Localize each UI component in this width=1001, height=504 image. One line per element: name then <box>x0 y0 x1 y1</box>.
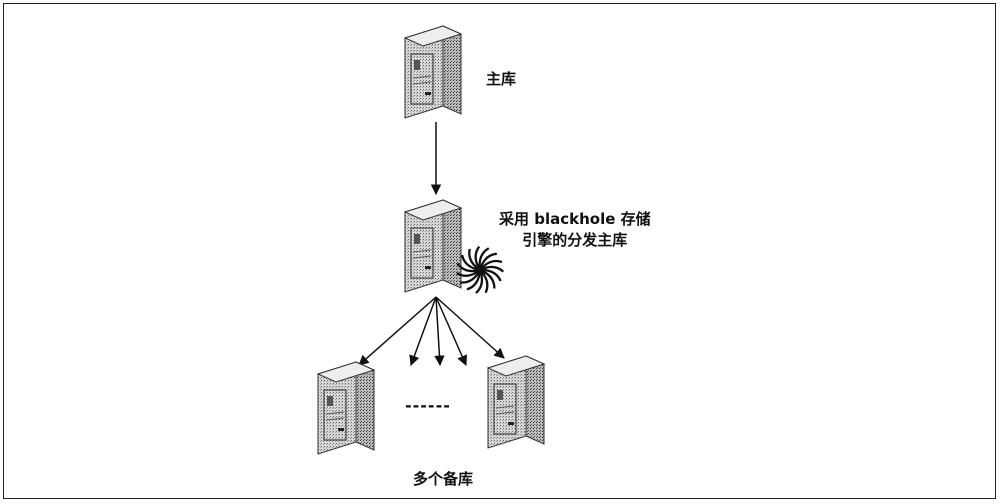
fanout-arrows <box>358 296 505 367</box>
master-server-icon <box>404 25 462 119</box>
replica-right-server-icon <box>487 355 545 449</box>
arrow-to-replica-right <box>435 296 505 359</box>
master-label: 主库 <box>486 70 517 88</box>
arrow-to-replica-mid-2 <box>434 296 445 367</box>
blackhole-swirl-icon <box>455 245 505 295</box>
distribution-master-label-line2: 引擎的分发主库 <box>522 231 628 249</box>
arrow-to-replica-mid-1 <box>409 296 437 366</box>
replicas-label: 多个备库 <box>413 470 474 488</box>
arrow-to-replica-mid-3 <box>435 296 467 366</box>
arrow-to-replica-left <box>358 296 437 366</box>
replica-left-server-icon <box>317 361 375 455</box>
distribution-master-label-line1: 采用 blackhole 存储 <box>499 210 651 228</box>
replicas-ellipsis: ------ <box>405 396 451 415</box>
distribution-master-server-icon <box>404 199 462 293</box>
distribution-master-label: 采用 blackhole 存储 引擎的分发主库 <box>499 209 651 251</box>
